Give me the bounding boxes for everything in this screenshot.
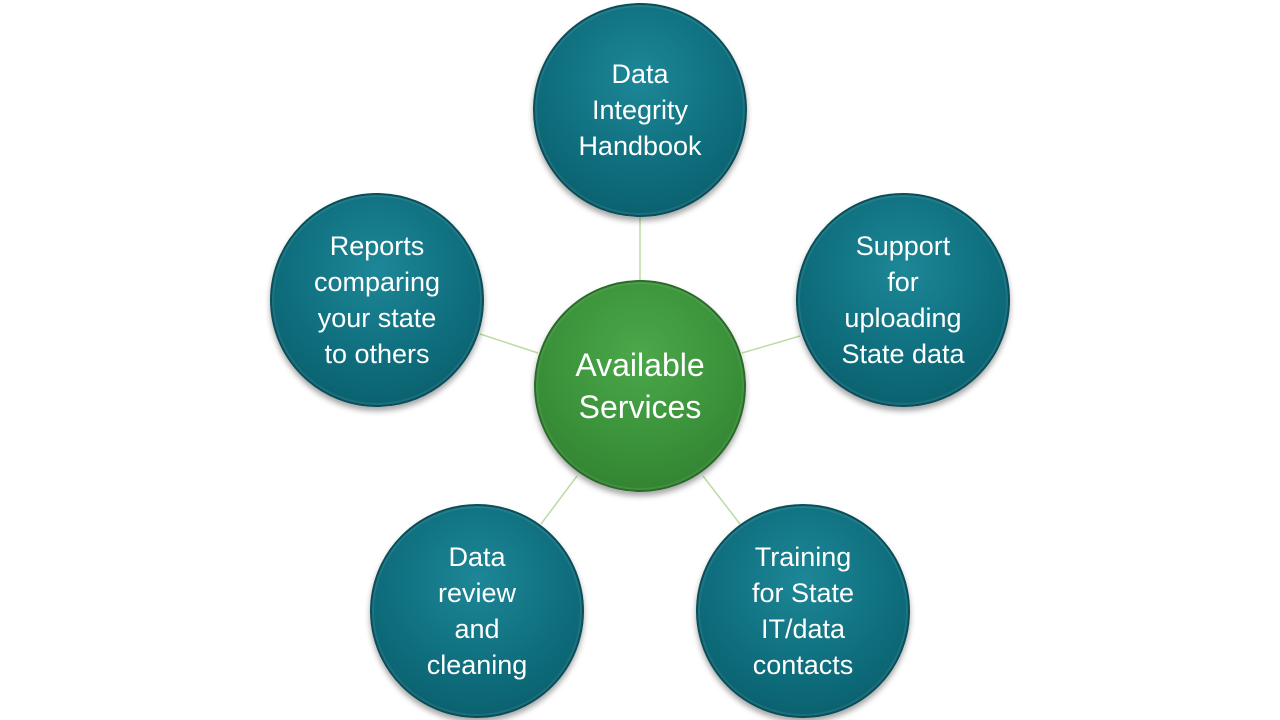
- service-node-data-integrity-handbook: Data Integrity Handbook: [533, 3, 747, 217]
- service-node-upload-support: Support for uploading State data: [796, 193, 1010, 407]
- service-label: Data Integrity Handbook: [578, 59, 702, 161]
- connector-bottom-right: [702, 475, 741, 525]
- service-node-training: Training for State IT/data contacts: [696, 504, 910, 718]
- connector-bottom-left: [540, 475, 578, 525]
- center-node-available-services: Available Services: [534, 280, 746, 492]
- service-label: Support for uploading State data: [841, 231, 965, 369]
- connector-right: [741, 335, 801, 354]
- service-label: Reports comparing your state to others: [313, 231, 441, 369]
- service-node-state-reports: Reports comparing your state to others: [270, 193, 484, 407]
- service-node-data-review: Data review and cleaning: [370, 504, 584, 718]
- connector-left: [479, 333, 539, 354]
- service-label: Data review and cleaning: [426, 542, 528, 680]
- service-label: Training for State IT/data contacts: [751, 542, 855, 680]
- center-label: Available Services: [575, 347, 705, 425]
